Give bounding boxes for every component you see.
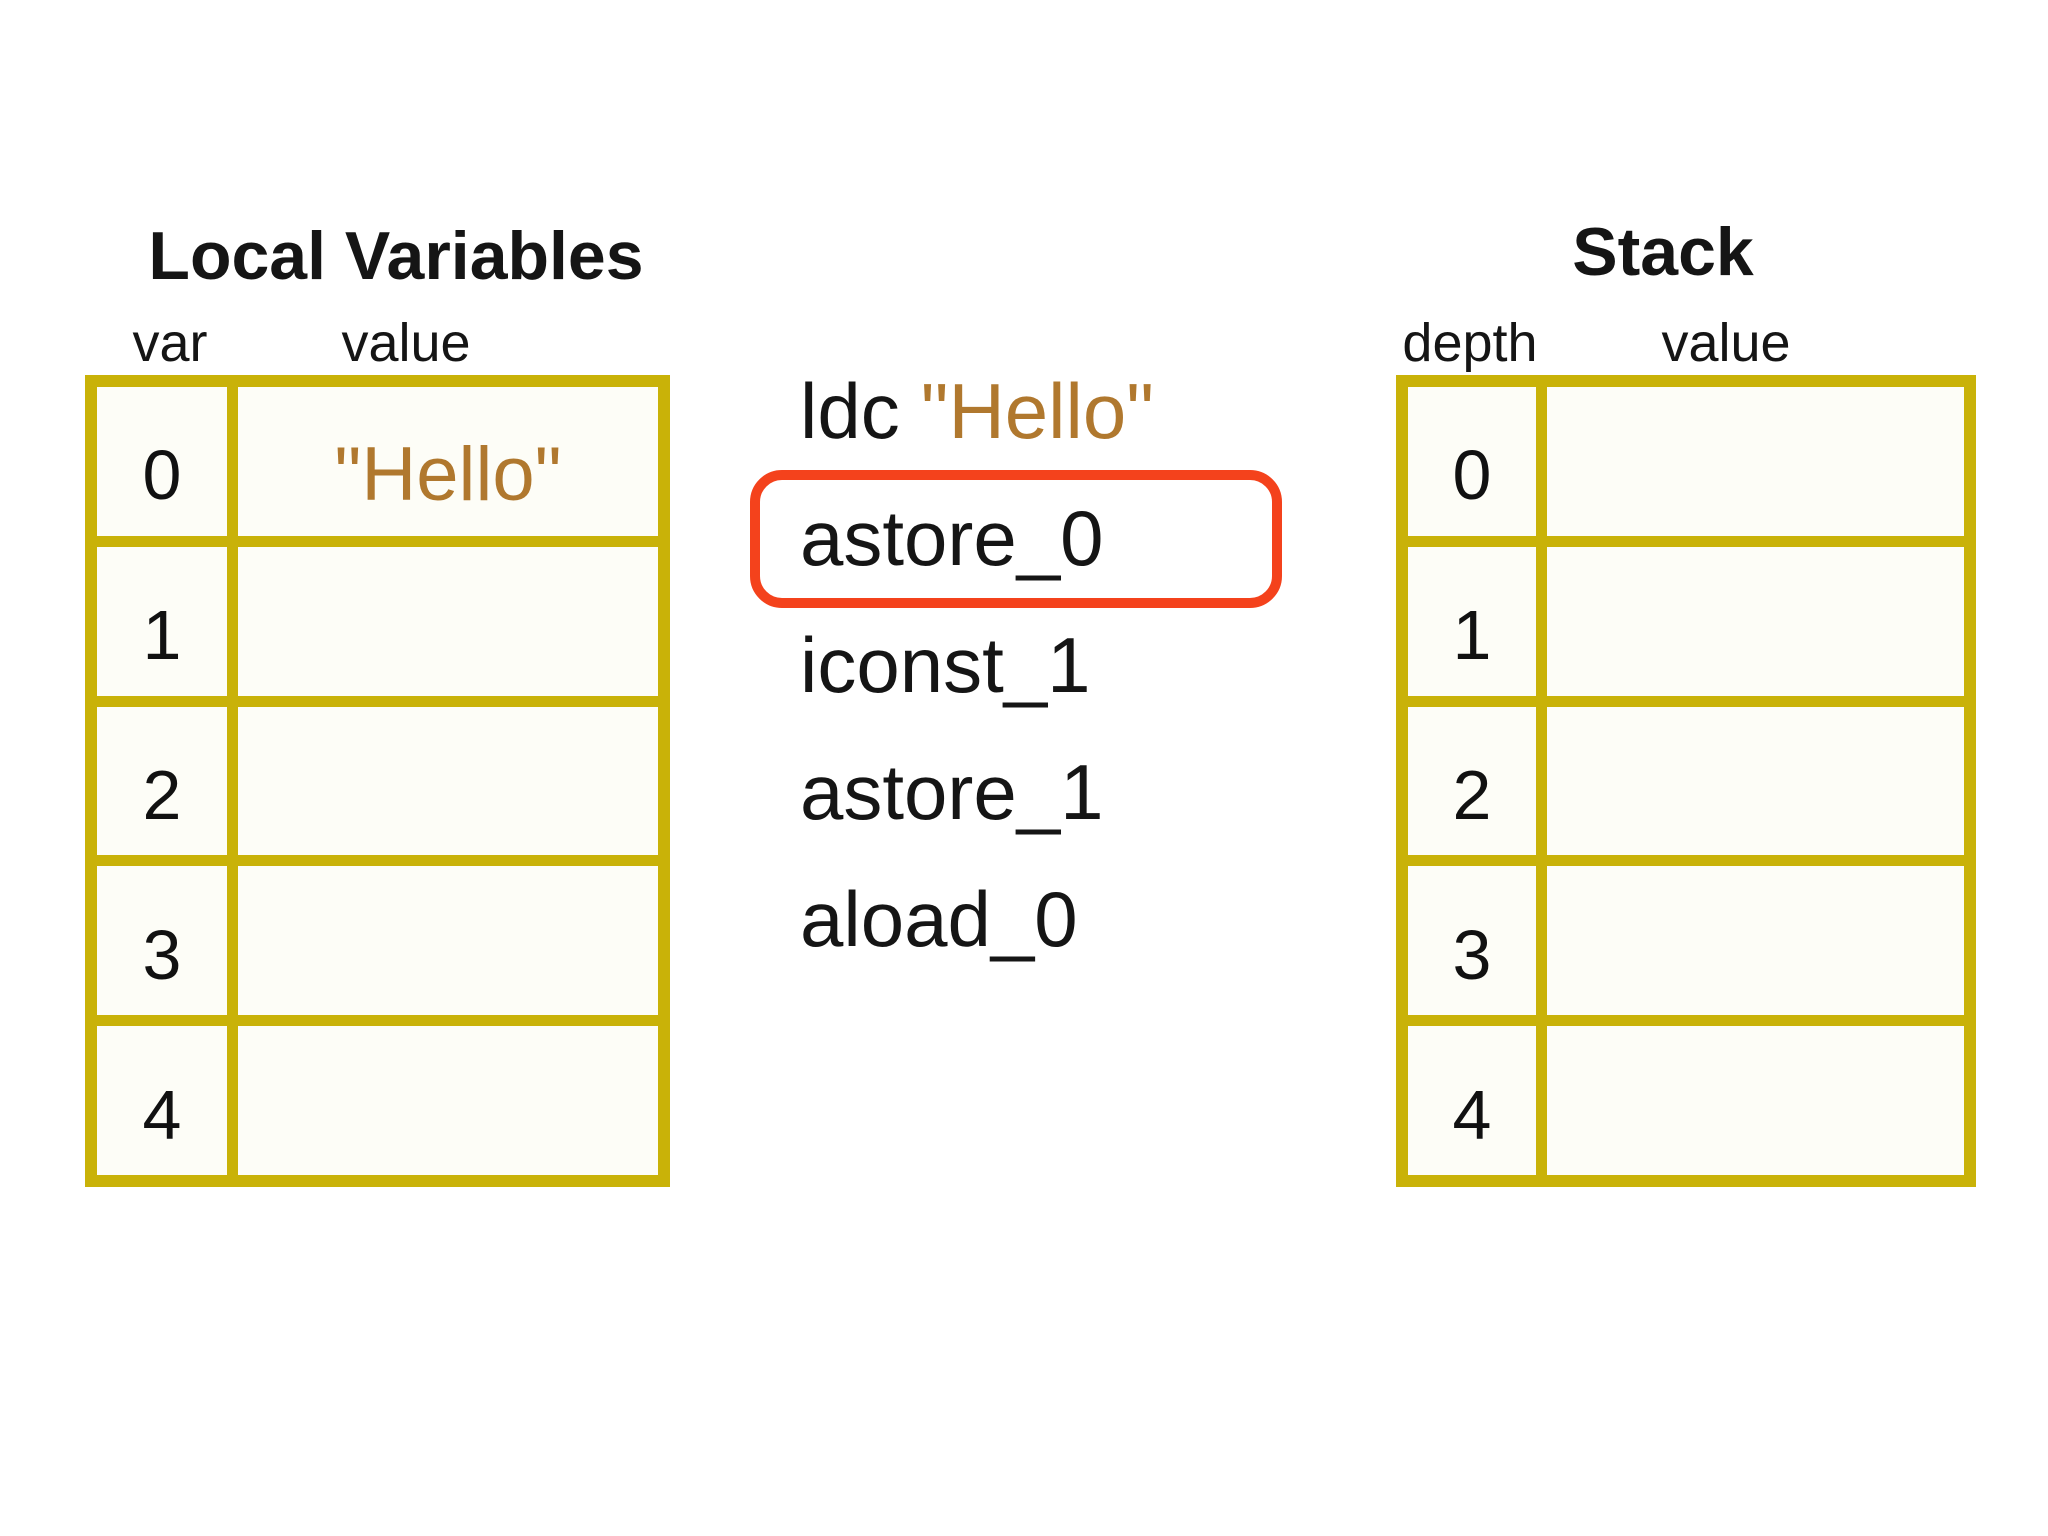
opcode-text: iconst_1 [800,620,1091,709]
local-var-value-cell [238,866,658,1016]
local-var-index-cell: 1 [97,546,227,696]
opcode-text: ldc [800,366,900,455]
code-line: astore_1 [750,728,1310,855]
stack-value-cell [1547,866,1964,1016]
local-var-index-cell: 2 [97,706,227,856]
code-line: ldc"Hello" [750,347,1310,474]
stack-depth-column-header: depth [1402,313,1538,373]
local-variables-table: 0 "Hello" 1 2 3 4 [85,375,670,1187]
opcode-text: astore_0 [800,493,1104,582]
stack-title: Stack [1572,214,1754,290]
instruction-highlight-ring [750,470,1282,608]
local-var-value-cell [238,546,658,696]
local-value-column-header: value [341,313,471,373]
stack-depth-cell: 4 [1408,1026,1536,1175]
stack-depth-cell: 0 [1408,387,1536,536]
stack-value-cell [1547,387,1964,536]
bytecode-listing: ldc"Hello" astore_0 iconst_1 astore_1 al… [750,347,1310,982]
stack-value-cell [1547,706,1964,856]
local-var-column-header: var [132,313,208,373]
string-literal-text: "Hello" [920,366,1154,455]
stack-depth-cell: 2 [1408,706,1536,856]
local-var-index-cell: 4 [97,1026,227,1175]
opcode-text: astore_1 [800,747,1104,836]
local-var-index-cell: 3 [97,866,227,1016]
stack-value-column-header: value [1661,313,1791,373]
code-line: iconst_1 [750,601,1310,728]
stack-depth-cell: 1 [1408,546,1536,696]
stack-depth-cell: 3 [1408,866,1536,1016]
stack-value-cell [1547,546,1964,696]
code-line: aload_0 [750,855,1310,982]
stack-value-cell [1547,1026,1964,1175]
local-var-index-cell: 0 [97,387,227,536]
code-line-highlighted: astore_0 [750,474,1310,601]
local-var-value-cell [238,1026,658,1175]
local-var-value-cell: "Hello" [238,387,658,536]
stack-table: 0 1 2 3 4 [1396,375,1976,1187]
local-var-value-cell [238,706,658,856]
opcode-text: aload_0 [800,874,1078,963]
local-variables-title: Local Variables [148,218,644,294]
